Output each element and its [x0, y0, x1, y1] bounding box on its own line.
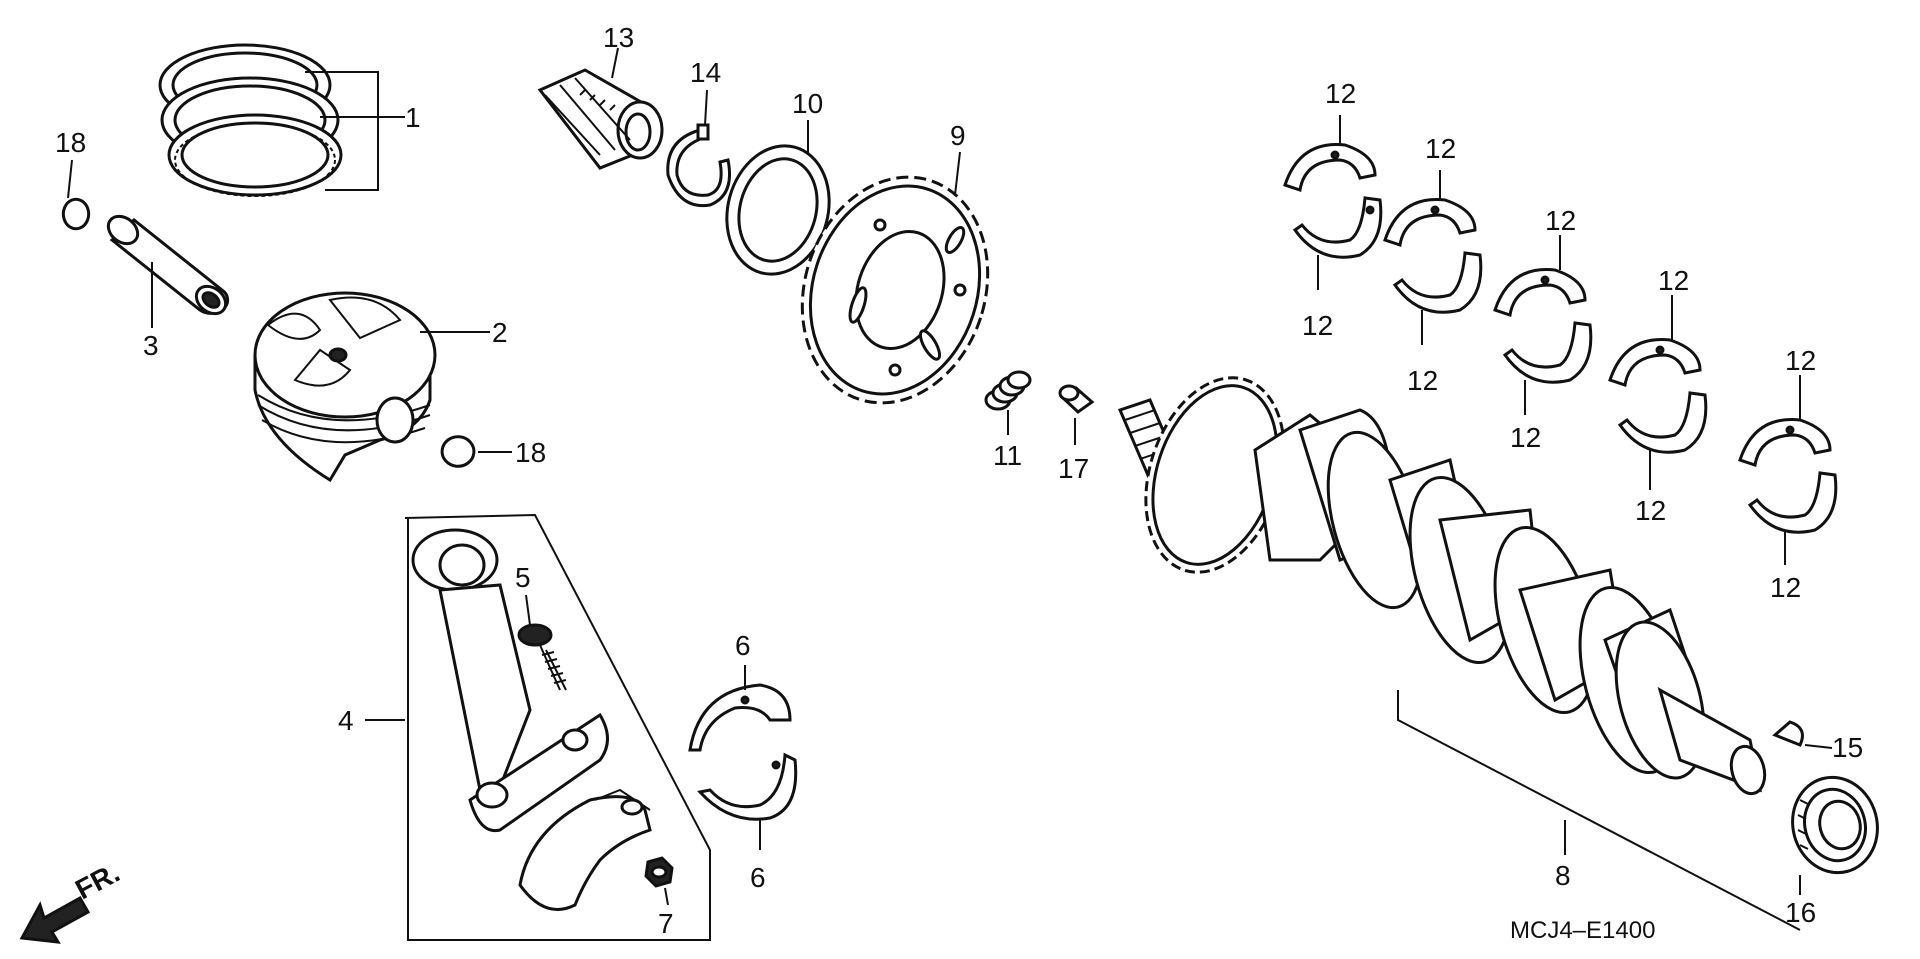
callout-18b: 18: [515, 437, 546, 468]
callout-7: 7: [658, 908, 674, 939]
main-bearing-pair-4: [1608, 338, 1708, 454]
piston: [253, 291, 437, 483]
callout-12-2: 12: [1302, 310, 1333, 341]
thrust-washer: [725, 144, 831, 276]
callout-9-leader: [954, 151, 961, 196]
crankshaft: [1117, 376, 1767, 796]
callout-13-leader: [611, 47, 619, 79]
dowel-pin: [1058, 384, 1095, 414]
spring: [984, 370, 1032, 411]
cam-chain-sprocket: [800, 175, 990, 405]
callout-5: 5: [515, 562, 531, 593]
callout-12-3: 12: [1425, 133, 1456, 164]
connecting-rod-cap: [518, 788, 652, 911]
callout-12-6: 12: [1510, 422, 1541, 453]
main-bearing-pair-1: [1283, 143, 1383, 259]
callout-3: 3: [143, 330, 159, 361]
piston-pin-clip-lower: [440, 435, 476, 468]
callout-10: 10: [792, 88, 823, 119]
callout-9: 9: [950, 120, 966, 151]
connecting-rod: [411, 528, 609, 833]
callout-6b: 6: [750, 862, 766, 893]
callout-15: 15: [1832, 732, 1863, 763]
rod-bolt: [517, 623, 567, 691]
callout-7-leader: [664, 887, 669, 906]
main-bearing-pair-3: [1493, 268, 1593, 384]
callout-1-leader: [305, 71, 405, 191]
callout-11: 11: [993, 440, 1022, 471]
callout-17: 17: [1058, 453, 1089, 484]
callout-12-7: 12: [1658, 265, 1689, 296]
main-bearing-pair-5: [1738, 418, 1838, 534]
callout-15-leader: [1804, 744, 1833, 749]
rod-nut: [644, 856, 674, 888]
front-direction-arrow-icon: [19, 895, 91, 944]
primary-drive-gear-bushing: [537, 68, 664, 170]
piston-pin: [106, 214, 230, 316]
callout-12-8: 12: [1635, 495, 1666, 526]
snap-ring: [666, 123, 731, 208]
callout-16: 16: [1785, 897, 1816, 928]
woodruff-key: [1772, 720, 1804, 747]
callout-12-1: 12: [1325, 78, 1356, 109]
callout-12-9: 12: [1785, 345, 1816, 376]
rod-bearing-lower: [697, 752, 798, 821]
main-bearing-pair-2: [1383, 198, 1483, 314]
callout-12-5: 12: [1545, 205, 1576, 236]
callout-4: 4: [338, 705, 354, 736]
callout-12-10: 12: [1770, 572, 1801, 603]
connecting-rod-bracket: [404, 513, 711, 941]
callout-8: 8: [1555, 860, 1571, 891]
crankshaft-end-bearing: [1791, 775, 1879, 875]
piston-rings: [158, 43, 343, 197]
callout-13: 13: [603, 22, 634, 53]
callout-8-bracket: [1397, 690, 1801, 931]
callout-18a-leader: [67, 159, 73, 199]
callout-18a: 18: [55, 127, 86, 158]
piston-pin-clip-upper: [61, 197, 91, 231]
callout-2: 2: [492, 317, 508, 348]
diagram-code: MCJ4–E1400: [1510, 917, 1655, 944]
rod-bearing-upper: [688, 683, 792, 752]
callout-14: 14: [690, 57, 721, 88]
callout-6a: 6: [735, 630, 751, 661]
callout-1: 1: [405, 102, 421, 133]
callout-14-leader: [704, 89, 708, 126]
callout-12-4: 12: [1407, 365, 1438, 396]
callout-5-leader: [525, 594, 531, 626]
